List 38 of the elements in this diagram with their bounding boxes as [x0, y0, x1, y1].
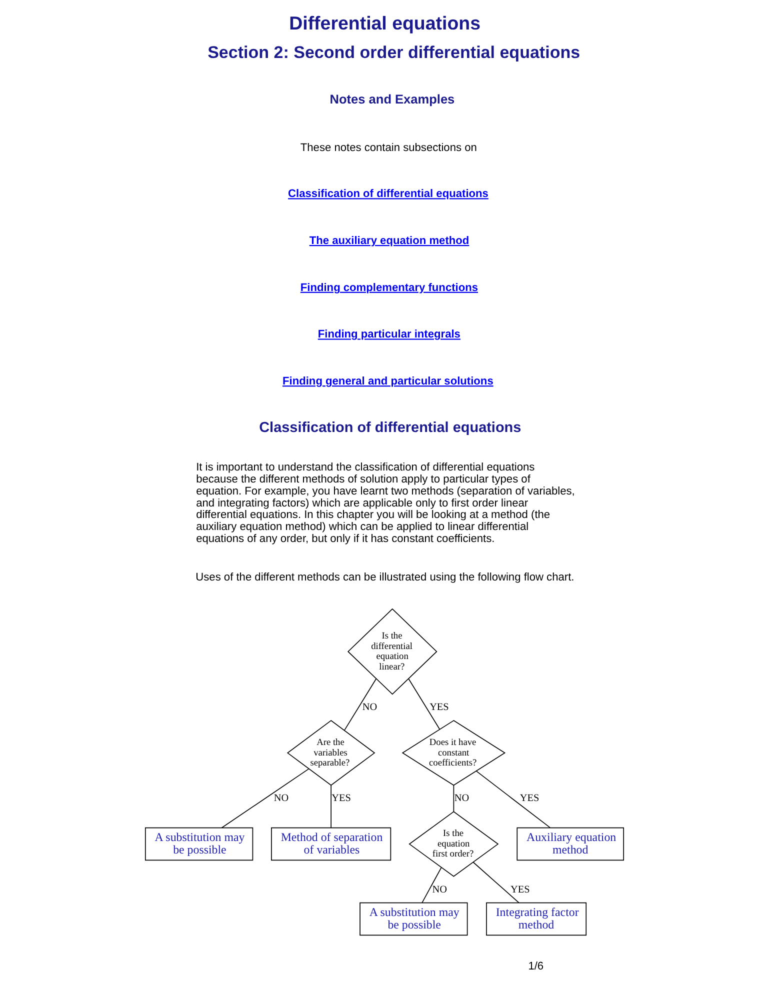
label: Uses of the different methods can be illustrated using the following flow chart. — [195, 571, 574, 584]
connector — [330, 784, 331, 828]
node-diamond: Does it have constant coefficients? — [401, 720, 506, 786]
label: Finding particular integrals — [317, 328, 460, 341]
label: Finding general and particular solutions — [282, 376, 493, 388]
edge-label: NO — [454, 793, 469, 804]
node-diamond: Is the equation first order? — [408, 811, 498, 877]
node-diamond: Are the variables separable? — [286, 720, 375, 786]
connector — [421, 867, 442, 904]
connector — [472, 862, 519, 904]
label: 1/6 — [528, 960, 544, 973]
label: These notes contain subsections on — [300, 142, 476, 154]
label: Section 2: Second order differential equations — [207, 42, 580, 62]
connector — [408, 678, 440, 730]
edge-label: NO — [273, 793, 288, 804]
label: Classification of differential equations — [288, 188, 488, 200]
node-diamond: Is the differential equation linear? — [346, 608, 437, 695]
label: It is important to understand the classification of differential equations because the different methods of solution apply to particular types of equation. For example, you have learnt two methods (separation of variables, and integrating factors) which are applicable only to first order linear differential equations. In this chapter you will be looking at a method (the auxiliary equation method) which can be applied to linear differential equations of any order, but only if it has constant coefficients. — [196, 462, 574, 546]
node-box: A substitution may be possible — [144, 827, 253, 861]
edge-label: YES — [510, 884, 530, 896]
edge-label: YES — [331, 793, 350, 804]
node-box: Auxiliary equation method — [516, 827, 624, 861]
label: Classification of differential equations — [258, 420, 521, 436]
edge-label: YES — [519, 793, 539, 804]
node-box: Method of separation of variables — [270, 827, 391, 861]
edge-label: NO — [362, 702, 377, 713]
connector — [476, 770, 550, 828]
node-box: Integrating factor method — [486, 902, 586, 936]
label: The auxiliary equation method — [308, 234, 469, 247]
edge-label: NO — [432, 884, 447, 896]
node-box: A substitution may be possible — [359, 902, 468, 936]
diagram-title: Differential equations — [288, 12, 480, 34]
label: Notes and Examples — [329, 92, 454, 107]
connector — [220, 768, 309, 828]
connector — [452, 784, 454, 812]
connector — [344, 678, 376, 731]
label: Finding complementary functions — [300, 282, 478, 294]
edge-label: YES — [429, 702, 448, 713]
